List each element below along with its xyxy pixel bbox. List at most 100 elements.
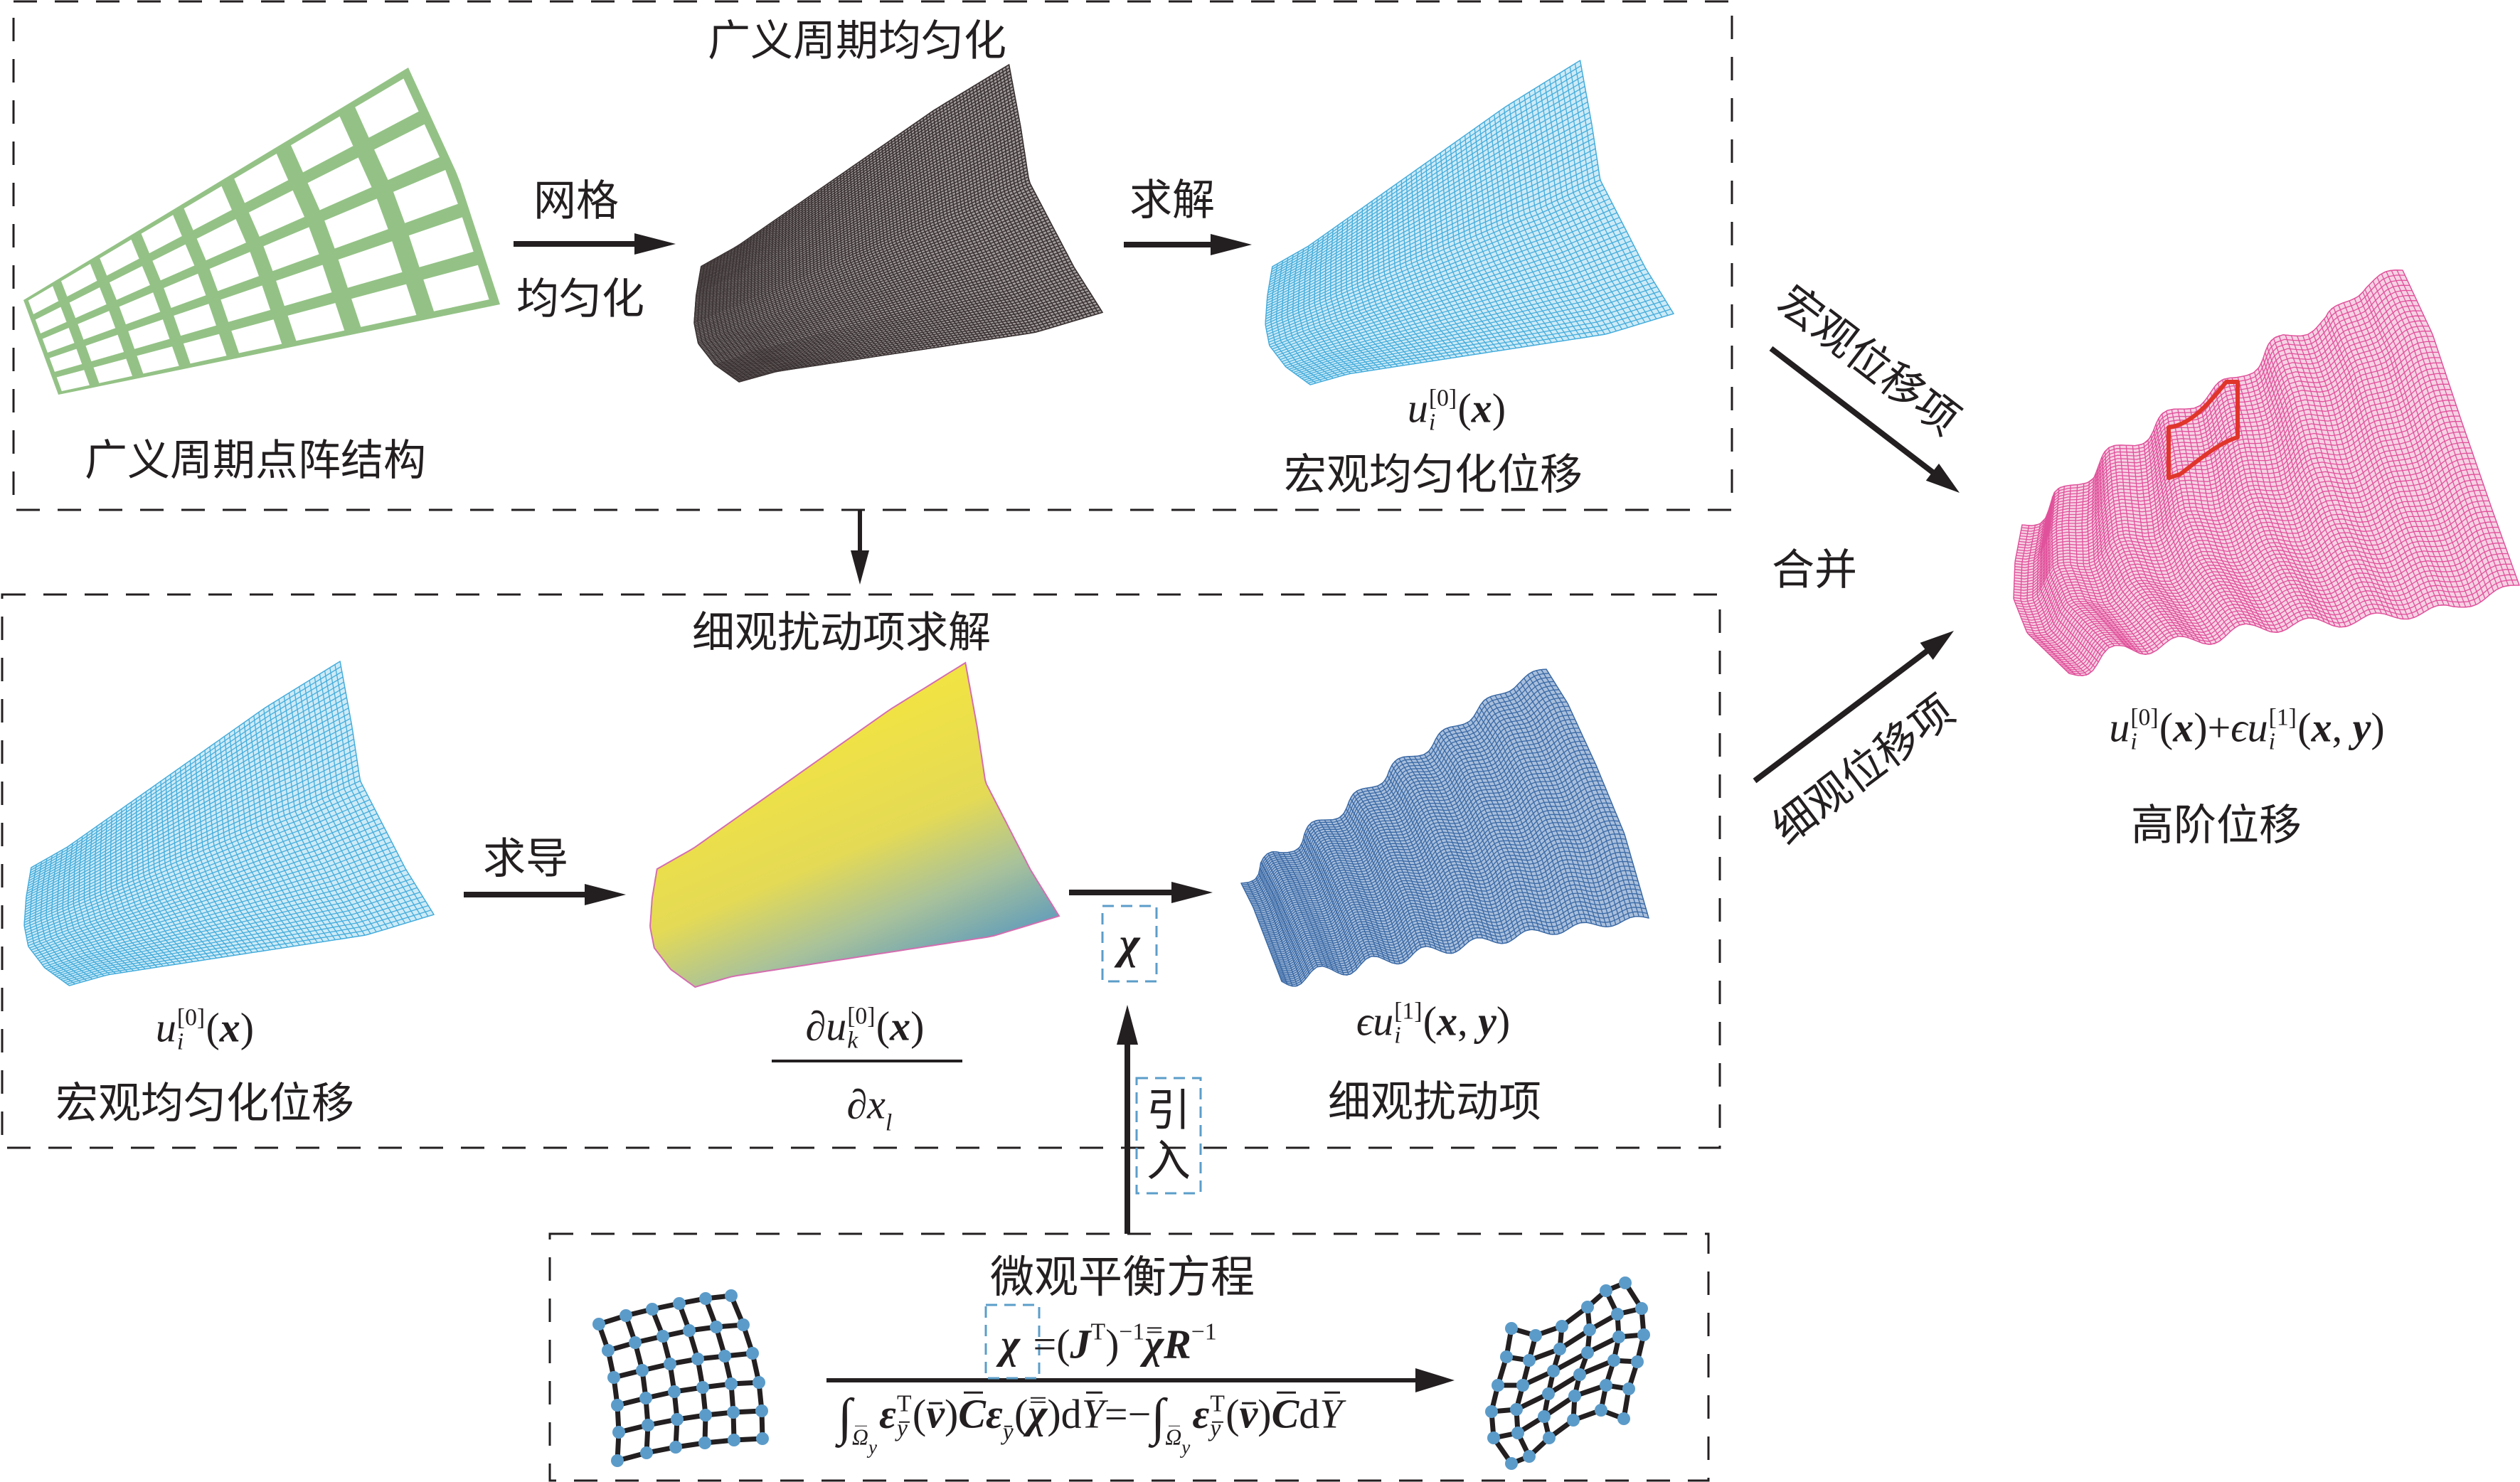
mesh-line: [1243, 676, 1552, 887]
mesh-line: [2068, 585, 2520, 676]
mesh-line: [2040, 511, 2493, 649]
mesh-line: [1270, 80, 1585, 278]
mesh-line: [1245, 689, 1560, 892]
formula-lparen: (: [206, 1004, 220, 1051]
mesh-line: [1268, 207, 1615, 343]
mesh-line: [2021, 447, 2471, 621]
mesh-line: [1266, 816, 1617, 945]
mesh-line: [695, 135, 1023, 303]
mesh-line: [2016, 325, 2429, 558]
derivative-numerator: ∂u[0]k(x): [806, 1003, 925, 1054]
mesh-line: [2017, 310, 2422, 549]
strut-row: [615, 1436, 765, 1464]
mesh-line: [735, 304, 1098, 380]
lattice-cell: [263, 227, 319, 272]
lattice-node: [1595, 1404, 1607, 1417]
formula-subscript: k: [847, 1028, 858, 1054]
lattice-node: [629, 1336, 642, 1349]
mesh-line: [1286, 263, 1644, 368]
lattice-node: [620, 1309, 632, 1322]
mesh-line: [1277, 892, 1642, 978]
chi-apply-arrow: [1069, 882, 1213, 903]
mesh-line: [69, 914, 435, 986]
formula-rparen: ): [1496, 998, 1511, 1045]
solve-arrow-label: 求解: [1129, 176, 1215, 225]
y-bar-subscript: y: [897, 1417, 912, 1441]
lattice-node: [611, 1454, 624, 1467]
mesh-line: [1261, 780, 1603, 930]
mesh-line: [698, 213, 1046, 344]
partial-symbol: ∂: [846, 1081, 868, 1128]
lattice-cell: [307, 157, 372, 210]
denominator-variable: x: [867, 1081, 886, 1128]
lattice-node: [1581, 1346, 1594, 1359]
mesh-line: [1266, 184, 1603, 330]
formula-rparen: ): [910, 1003, 925, 1050]
introduce-char-2: 入: [1146, 1135, 1191, 1187]
lattice-cell: [183, 334, 227, 364]
solve-arrow: [1124, 234, 1252, 255]
strut-column: [649, 1306, 680, 1450]
lattice-node: [1635, 1302, 1648, 1315]
mesh-line: [27, 809, 376, 944]
mesh-line: [2014, 368, 2444, 580]
mesh-line: [727, 287, 1088, 375]
mesh-line: [1267, 117, 1591, 296]
lattice-node: [673, 1297, 686, 1310]
lattice-node: [1619, 1276, 1632, 1289]
mesh-line: [2028, 479, 2482, 636]
mesh-line: [699, 76, 1012, 274]
mesh-line: [52, 878, 413, 974]
mesh-line: [2019, 437, 2467, 616]
mesh-line: [733, 301, 1096, 379]
mesh-line: [42, 855, 399, 966]
mesh-line: [703, 227, 1054, 351]
formula-base: u: [2247, 704, 2268, 751]
mesh-line: [1270, 217, 1620, 348]
mesh-line: [24, 769, 359, 923]
mesh-line: [2058, 558, 2510, 666]
mesh-line: [1270, 75, 1583, 275]
mesh-line: [27, 702, 349, 889]
mesh-line: [736, 306, 1100, 381]
mesh-line: [696, 110, 1019, 291]
mesh-line: [1277, 884, 1639, 974]
lattice-node: [1543, 1432, 1556, 1444]
lattice-cell: [231, 319, 282, 353]
lattice-cell: [28, 286, 59, 314]
mesh-line: [2044, 521, 2497, 652]
mesh-line: [1269, 212, 1617, 346]
mesh-line: [2014, 389, 2451, 591]
mesh-line: [2024, 463, 2477, 629]
lattice-node: [1510, 1403, 1523, 1416]
formula-subscript: i: [1428, 410, 1436, 436]
mesh-line: [2014, 357, 2440, 574]
transpose-superscript: T: [896, 1391, 912, 1418]
mesh-line: [1260, 776, 1601, 929]
mesh-line: [696, 117, 1019, 294]
mesh-line: [700, 70, 1011, 270]
arrow-head: [585, 884, 626, 905]
mesh-line: [723, 279, 1083, 372]
mesh-line: [2021, 270, 2403, 526]
arrows-layer: [464, 233, 1960, 1392]
mesh-line: [2024, 458, 2474, 627]
mesh-line: [731, 296, 1093, 378]
mesh-line: [60, 896, 423, 980]
mesh-line: [2026, 474, 2480, 634]
lattice-cell: [78, 311, 116, 340]
lattice-cell: [164, 273, 206, 308]
lattice-node: [1487, 1432, 1500, 1444]
lattice-node: [1568, 1390, 1581, 1402]
mesh-line: [2048, 532, 2501, 656]
mesh-line: [696, 196, 1038, 335]
lattice-cell: [338, 241, 403, 288]
mesh-line: [716, 263, 1073, 366]
mesh-line: [698, 95, 1016, 283]
lattice-cell: [355, 78, 419, 138]
macro-displacement-label-top: 宏观均匀化位移: [1284, 450, 1583, 500]
lattice-node: [636, 1364, 649, 1377]
mesh-line: [2014, 410, 2458, 602]
mesh-line: [1307, 309, 1671, 384]
